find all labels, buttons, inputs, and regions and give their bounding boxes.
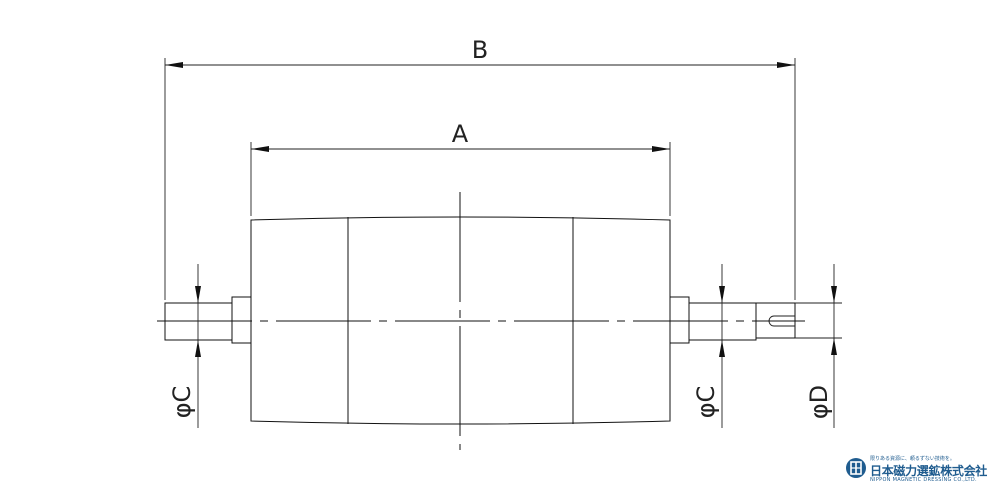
left-bearing-collar (231, 296, 252, 344)
label-c-right: φC (692, 386, 720, 419)
arrow-c-left-top (195, 286, 201, 303)
company-logo: 限りある資源に、頼るずない技術を。 日本磁力選鉱株式会社 NIPPON MAGN… (846, 455, 988, 489)
right-bearing-collar (669, 296, 690, 344)
label-b: B (472, 36, 488, 64)
arrow-d-bottom (831, 338, 837, 355)
arrow-b-left (165, 62, 183, 68)
dimension-b: B (164, 36, 796, 300)
company-mark-icon (846, 458, 866, 478)
arrow-c-left-bottom (195, 340, 201, 357)
arrow-a-right (652, 146, 670, 152)
arrow-c-right-top (719, 286, 725, 303)
arrow-b-right (777, 62, 795, 68)
arrow-d-top (831, 286, 837, 303)
right-shaft (669, 296, 796, 344)
label-d: φD (805, 385, 833, 419)
dimension-a: A (250, 120, 671, 216)
company-name-en: NIPPON MAGNETIC DRESSING CO.,LTD. (870, 477, 977, 483)
company-tagline: 限りある資源に、頼るずない技術を。 (870, 456, 955, 462)
arrow-a-left (251, 146, 269, 152)
company-name-jp: 日本磁力選鉱株式会社 (870, 464, 988, 478)
label-c-left: φC (168, 386, 196, 419)
label-a: A (452, 120, 469, 148)
arrow-c-right-bottom (719, 340, 725, 357)
dimension-c-left: φC (168, 264, 201, 428)
dimension-c-right: φC (692, 264, 725, 428)
center-lines (157, 192, 805, 450)
roller-outline (250, 216, 671, 425)
left-shaft (164, 296, 252, 344)
dimension-d: φD (795, 264, 842, 428)
